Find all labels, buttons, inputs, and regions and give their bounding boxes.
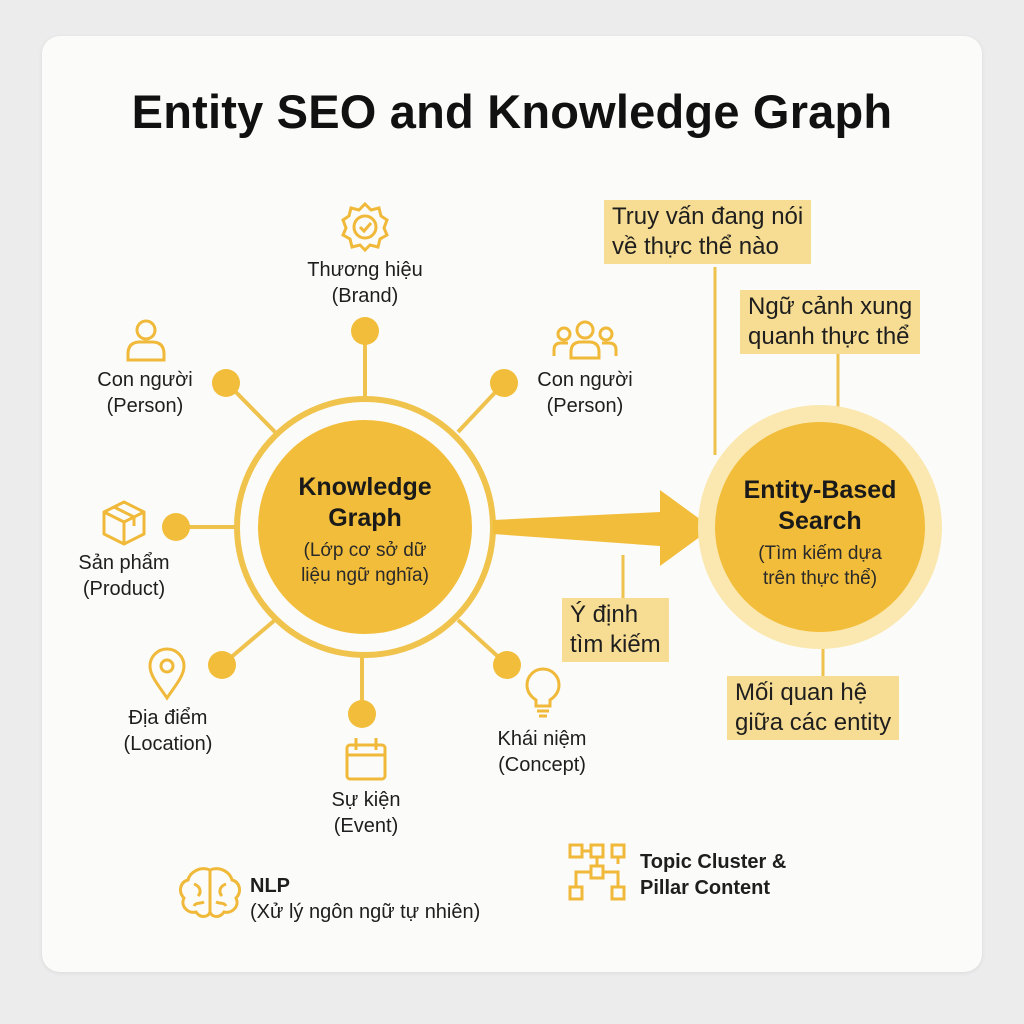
knowledge-graph-hub <box>258 420 472 634</box>
entity-person-left-en: (Person) <box>106 395 184 417</box>
entity-label-event: Sự kiện (Event) <box>296 787 436 839</box>
dot-location <box>208 651 236 679</box>
entity-concept-name: Khái niệm <box>497 728 587 750</box>
page-title: Entity SEO and Knowledge Graph <box>131 85 893 138</box>
callout-intent-line2: tìm kiếm <box>570 631 661 658</box>
entity-brand-en: (Brand) <box>331 285 399 307</box>
lightbulb-icon <box>525 667 561 718</box>
user-icon <box>126 319 166 362</box>
knowledge-graph-text: Knowledge Graph (Lớp cơ sở dữ liệu ngữ n… <box>265 472 465 588</box>
entity-concept-en: (Concept) <box>498 754 586 776</box>
brain-icon <box>179 867 241 918</box>
callout-connectors <box>621 267 840 676</box>
knowledge-graph-title-1: Knowledge <box>298 473 432 501</box>
entity-search-text: Entity-Based Search (Tìm kiếm dựa trên t… <box>720 475 920 591</box>
dot-event <box>348 700 376 728</box>
entity-label-concept: Khái niệm (Concept) <box>472 726 612 778</box>
entity-event-en: (Event) <box>333 815 399 837</box>
spoke-dots <box>162 317 521 728</box>
entity-label-location: Địa điểm (Location) <box>98 705 238 757</box>
entity-label-person-right: Con người (Person) <box>515 367 655 419</box>
flowchart-icon <box>568 843 626 901</box>
entity-event-name: Sự kiện <box>331 789 401 811</box>
dot-person-left <box>212 369 240 397</box>
entity-label-person-left: Con người (Person) <box>75 367 215 419</box>
entity-search-title-1: Entity-Based <box>743 476 897 504</box>
callout-relation-line1: Mối quan hệ <box>735 679 868 706</box>
callout-query: Truy vấn đang nói về thực thể nào <box>604 200 812 264</box>
legend-nlp-sub: (Xử lý ngôn ngữ tự nhiên) <box>250 901 481 923</box>
entity-search-sub-1: (Tìm kiếm dựa <box>758 543 882 564</box>
knowledge-graph-title-2: Graph <box>328 504 402 532</box>
legend-topic-line1: Topic Cluster & <box>640 851 787 873</box>
box-icon <box>102 500 146 546</box>
callout-intent: Ý định tìm kiếm <box>562 598 669 662</box>
entity-search-title-2: Search <box>778 507 862 535</box>
entity-label-brand: Thương hiệu (Brand) <box>285 257 445 309</box>
knowledge-graph-sub-2: liệu ngữ nghĩa) <box>301 565 429 586</box>
map-pin-icon <box>148 647 186 701</box>
callout-context-line1: Ngữ cảnh xung <box>748 293 913 320</box>
legend-topic-cluster: Topic Cluster & Pillar Content <box>640 849 786 901</box>
entity-search-sub-2: trên thực thể) <box>762 568 878 589</box>
knowledge-graph-sub-1: (Lớp cơ sở dữ <box>303 540 427 561</box>
entity-location-name: Địa điểm <box>128 707 208 729</box>
users-group-icon <box>552 320 618 360</box>
legend-nlp-title: NLP <box>250 875 290 897</box>
dot-brand <box>351 317 379 345</box>
entity-search-hub <box>715 422 925 632</box>
legend-nlp: NLP (Xử lý ngôn ngữ tự nhiên) <box>250 873 480 925</box>
dot-product <box>162 513 190 541</box>
entity-product-en: (Product) <box>82 578 166 600</box>
entity-brand-name: Thương hiệu <box>307 259 423 281</box>
entity-label-product: Sản phẩm (Product) <box>54 550 194 602</box>
flow-arrow <box>493 490 712 566</box>
callout-query-line1: Truy vấn đang nói <box>612 203 804 230</box>
callout-context: Ngữ cảnh xung quanh thực thể <box>740 290 921 354</box>
dot-person-right <box>490 369 518 397</box>
calendar-icon <box>345 738 387 781</box>
callout-relation-line2: giữa các entity <box>735 709 892 736</box>
callout-context-line2: quanh thực thể <box>748 323 910 350</box>
entity-person-left-name: Con người <box>97 369 193 391</box>
callout-intent-line1: Ý định <box>570 601 639 628</box>
callout-query-line2: về thực thể nào <box>612 233 779 260</box>
entity-location-en: (Location) <box>123 733 213 755</box>
legend-topic-line2: Pillar Content <box>640 877 771 899</box>
entity-product-name: Sản phẩm <box>78 552 170 574</box>
entity-person-right-en: (Person) <box>546 395 624 417</box>
callout-relation: Mối quan hệ giữa các entity <box>727 676 900 740</box>
entity-person-right-name: Con người <box>537 369 633 391</box>
badge-check-icon <box>341 201 389 253</box>
dot-concept <box>493 651 521 679</box>
